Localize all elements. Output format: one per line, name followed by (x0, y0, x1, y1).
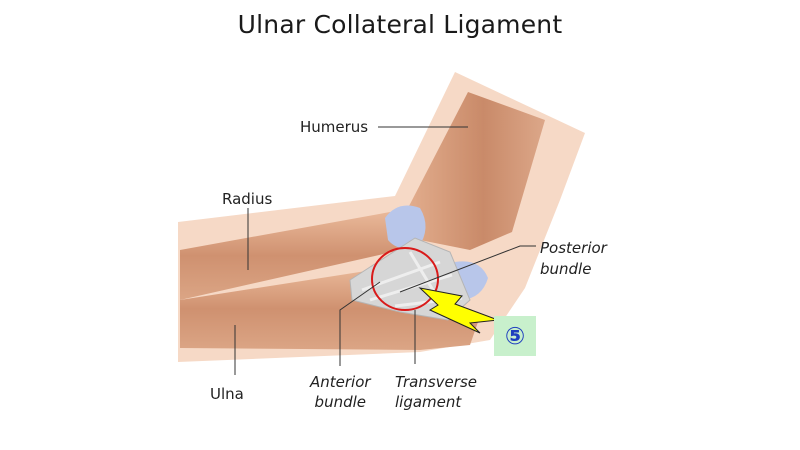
leader-line-posterior (399, 245, 536, 293)
step-number-badge: ⑤ (494, 316, 536, 356)
label-transverse-ligament: Transverse ligament (395, 373, 477, 411)
diagram-title: Ulnar Collateral Ligament (237, 10, 563, 39)
leader-line-anterior (339, 281, 381, 366)
label-posterior-bundle: Posterior bundle (540, 239, 607, 278)
highlight-circle (371, 247, 439, 311)
lightning-bolt (418, 287, 499, 334)
label-ulna: Ulna (210, 385, 244, 403)
label-radius: Radius (222, 190, 273, 208)
label-anterior-bundle: Anterior bundle (310, 373, 371, 411)
humerus-bone (408, 92, 545, 250)
radius-bone (180, 212, 410, 300)
label-humerus: Humerus (300, 118, 369, 136)
